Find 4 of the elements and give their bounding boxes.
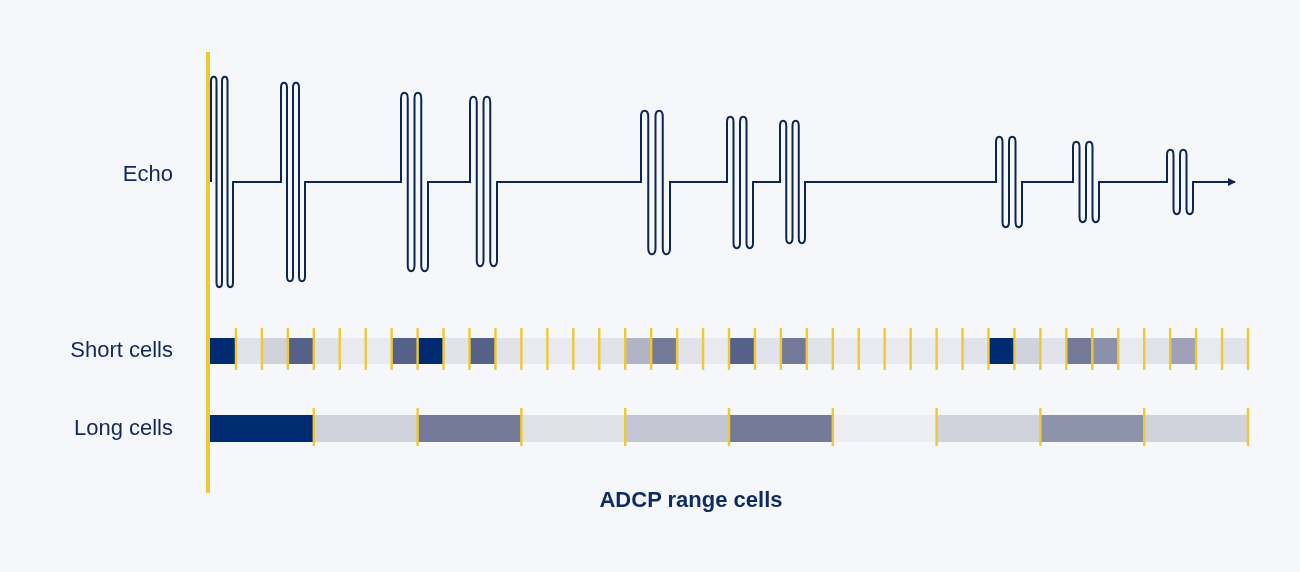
row-label: Echo — [122, 161, 173, 187]
row-label: Long cells — [73, 415, 173, 441]
caption: ADCP range cells — [598, 487, 784, 513]
row-label: Short cells — [70, 337, 173, 363]
